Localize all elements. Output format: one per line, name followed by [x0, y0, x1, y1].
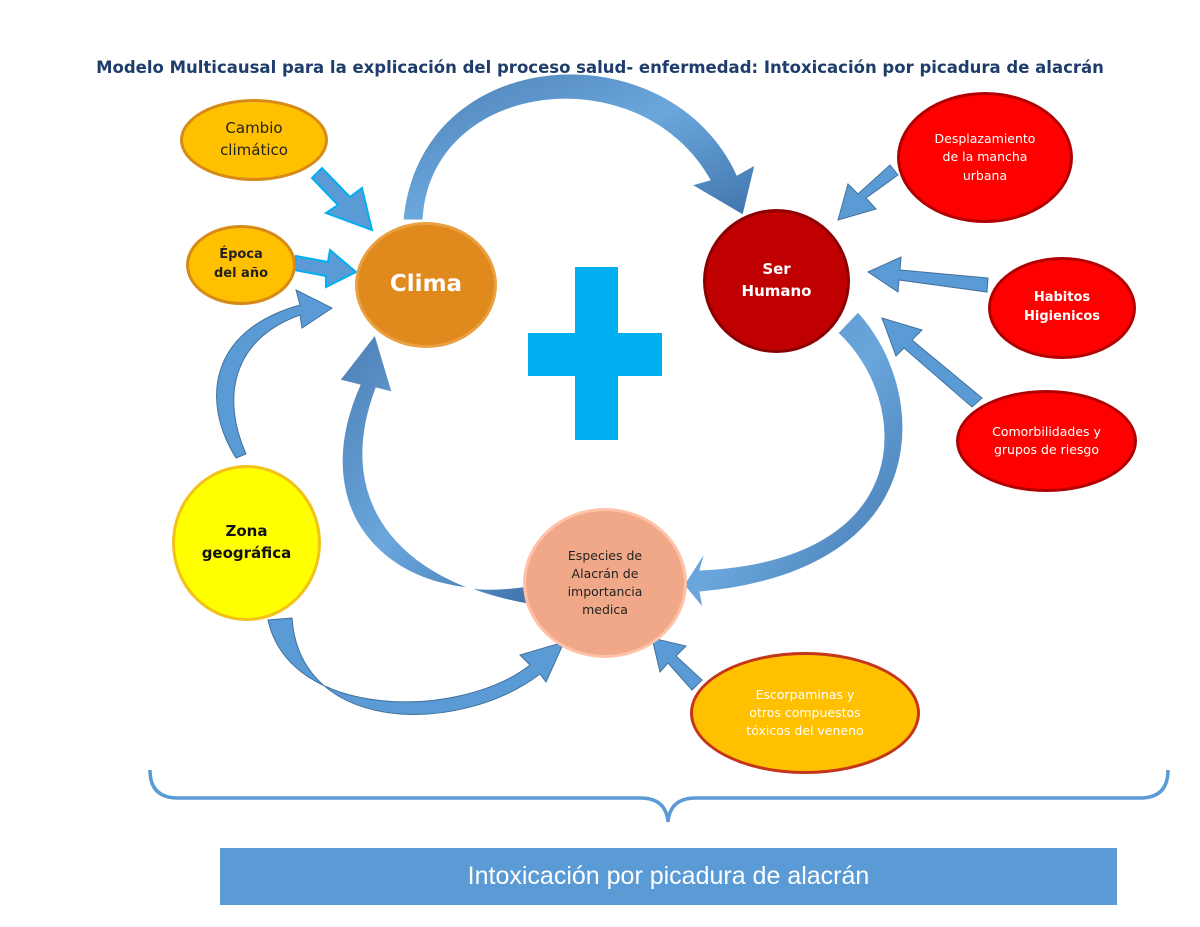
node-text-line: Desplazamiento [934, 131, 1036, 147]
node-text-line: Especies de [567, 547, 643, 563]
node-text-line: Época [219, 247, 263, 263]
node-text-line: importancia [567, 584, 643, 599]
node-text-line: Escorpaminas y [755, 686, 855, 702]
diagram-title: Modelo Multicausal para la explicación d… [96, 58, 1104, 77]
arrow-cambio-to-clima [310, 166, 374, 232]
cycle-arrow-ser-humano-to-especies [683, 311, 904, 609]
node-text-line: Humano [741, 282, 812, 300]
node-text-line: Ser [762, 260, 791, 279]
node-text-line: Habitos [1033, 290, 1091, 306]
arrow-desplazamiento-to-ser-humano [837, 164, 899, 221]
node-clima: Clima [355, 222, 497, 348]
node-text-line: Higienicos [1023, 309, 1100, 324]
node-text-line: tóxicos del veneno [746, 723, 864, 739]
arrow-zona-to-especies [267, 617, 565, 715]
node-text-line: Cambio [225, 119, 283, 138]
arrow-epoca-to-clima [292, 248, 358, 289]
arrow-zona-to-clima [216, 289, 333, 459]
node-epoca-del-ano: Época del año [186, 225, 296, 305]
result-box: Intoxicación por picadura de alacrán [220, 848, 1117, 905]
cycle-arrow-clima-to-ser-humano [402, 73, 756, 221]
node-text-line: del año [213, 266, 269, 281]
node-comorbilidades: Comorbilidades y grupos de riesgo [956, 390, 1137, 492]
node-text-line: Clima [389, 271, 463, 298]
node-zona-geografica: Zona geográfica [172, 465, 321, 621]
arrow-habitos-to-ser-humano [866, 256, 989, 293]
node-text-line: Alacrán de [571, 565, 639, 581]
node-text-line: climático [220, 141, 288, 159]
node-text-line: Comorbilidades y [992, 423, 1101, 439]
node-desplazamiento: Desplazamiento de la mancha urbana [897, 92, 1073, 223]
node-text-line: grupos de riesgo [993, 442, 1100, 457]
result-label: Intoxicación por picadura de alacrán [467, 862, 870, 890]
node-escorpaminas: Escorpaminas y otros compuestos tóxicos de… [690, 652, 920, 774]
node-text-line: otros compuestos [749, 704, 861, 720]
node-text-line: de la mancha [942, 149, 1028, 165]
node-text-line: medica [582, 602, 628, 618]
node-text-line: Zona [225, 522, 268, 541]
node-text-line: geográfica [201, 544, 292, 562]
plus-icon [528, 267, 662, 440]
arrow-escorpaminas-to-especies [651, 637, 703, 691]
arrow-comorbilidades-to-ser-humano [881, 317, 983, 408]
node-cambio-climatico: Cambio climático [180, 99, 328, 181]
cycle-arrow-especies-to-clima [339, 333, 535, 606]
node-especies-alacran: Especies de Alacrán de importancia medica [523, 508, 687, 658]
grouping-brace [148, 769, 1170, 823]
node-text-line: urbana [962, 167, 1008, 183]
